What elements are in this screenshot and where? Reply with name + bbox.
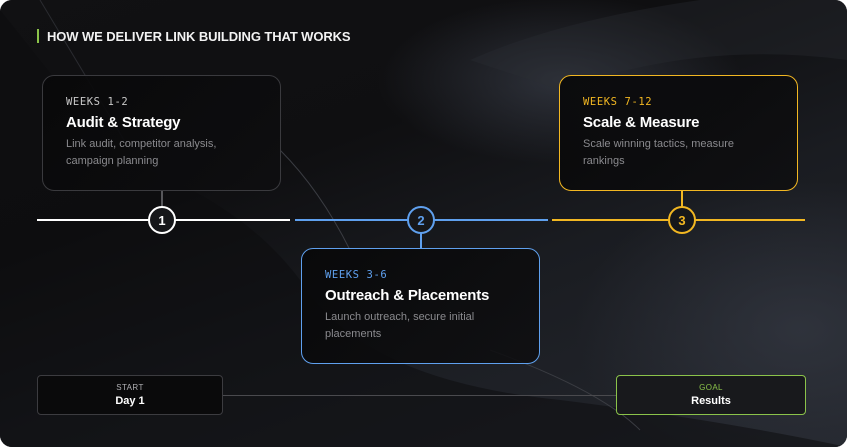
start-value: Day 1 (115, 394, 145, 407)
phase-description: Scale winning tactics, measure rankings (583, 138, 735, 167)
phase-card-1: WEEKS 1-2 Audit & Strategy Link audit, c… (42, 75, 281, 191)
start-goal-connector (222, 395, 617, 396)
phase-title: Audit & Strategy (66, 114, 181, 131)
step-node-2: 2 (407, 206, 435, 234)
heading-title: HOW WE DELIVER LINK BUILDING THAT WORKS (47, 28, 351, 44)
connector-2 (420, 233, 422, 248)
start-label: START (116, 382, 144, 392)
phase-title: Outreach & Placements (325, 287, 490, 304)
goal-box: GOAL Results (616, 375, 806, 415)
phase-card-3: WEEKS 7-12 Scale & Measure Scale winning… (559, 75, 798, 191)
goal-label: GOAL (699, 382, 723, 392)
section-heading: HOW WE DELIVER LINK BUILDING THAT WORKS (37, 28, 351, 44)
phase-title: Scale & Measure (583, 114, 700, 131)
start-box: START Day 1 (37, 375, 223, 415)
heading-accent-bar (37, 29, 39, 43)
connector-3 (681, 191, 683, 207)
phase-weeks: WEEKS 3-6 (325, 269, 388, 281)
step-node-1: 1 (148, 206, 176, 234)
phase-weeks: WEEKS 1-2 (66, 96, 129, 108)
phase-description: Link audit, competitor analysis, campaig… (66, 138, 217, 167)
connector-1 (161, 191, 163, 207)
phase-card-2: WEEKS 3-6 Outreach & Placements Launch o… (301, 248, 540, 364)
goal-value: Results (691, 394, 731, 407)
step-node-3: 3 (668, 206, 696, 234)
phase-description: Launch outreach, secure initial placemen… (325, 311, 475, 340)
phase-weeks: WEEKS 7-12 (583, 96, 653, 108)
